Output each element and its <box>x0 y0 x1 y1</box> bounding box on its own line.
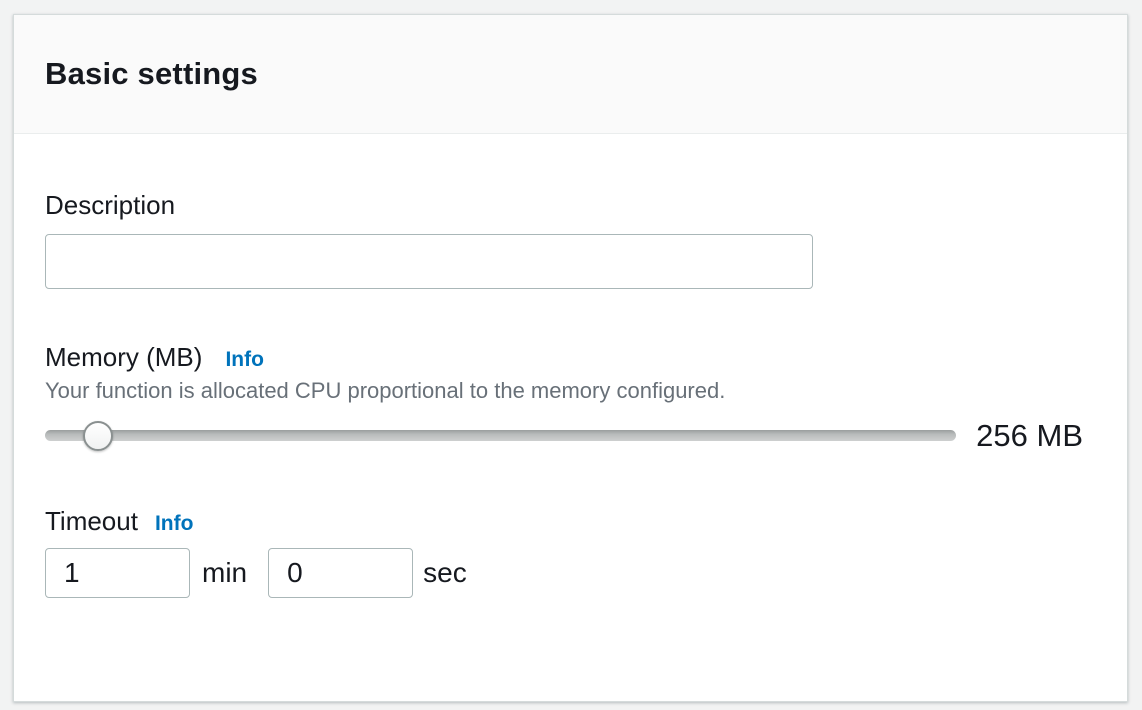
panel-header: Basic settings <box>14 15 1127 134</box>
description-label-row: Description <box>45 188 1096 222</box>
timeout-minutes-input[interactable] <box>45 548 190 598</box>
description-label: Description <box>45 190 176 220</box>
description-input[interactable] <box>45 234 813 289</box>
timeout-seconds-unit: sec <box>423 557 467 588</box>
memory-slider-track[interactable] <box>45 430 956 441</box>
memory-label: Memory (MB) <box>45 342 203 372</box>
timeout-label: Timeout <box>45 506 138 536</box>
basic-settings-panel: Basic settings Description Memory (MB) I… <box>13 14 1128 702</box>
memory-helper-text: Your function is allocated CPU proportio… <box>45 378 726 403</box>
memory-slider-thumb[interactable] <box>82 421 113 451</box>
memory-slider-row: 256 MB <box>45 418 1096 454</box>
timeout-seconds-input[interactable] <box>268 548 414 598</box>
memory-label-row: Memory (MB) Info <box>45 340 1096 374</box>
timeout-minutes-unit: min <box>202 557 248 588</box>
panel-body: Description Memory (MB) Info Your functi… <box>14 188 1127 598</box>
memory-info-link[interactable]: Info <box>225 348 264 371</box>
memory-value: 256 MB <box>976 418 1083 453</box>
panel-title: Basic settings <box>45 56 258 91</box>
memory-slider[interactable] <box>45 421 956 451</box>
timeout-label-row: Timeout Info <box>45 504 1096 538</box>
timeout-info-link[interactable]: Info <box>154 512 194 535</box>
timeout-inputs-row: min sec <box>45 548 1096 598</box>
